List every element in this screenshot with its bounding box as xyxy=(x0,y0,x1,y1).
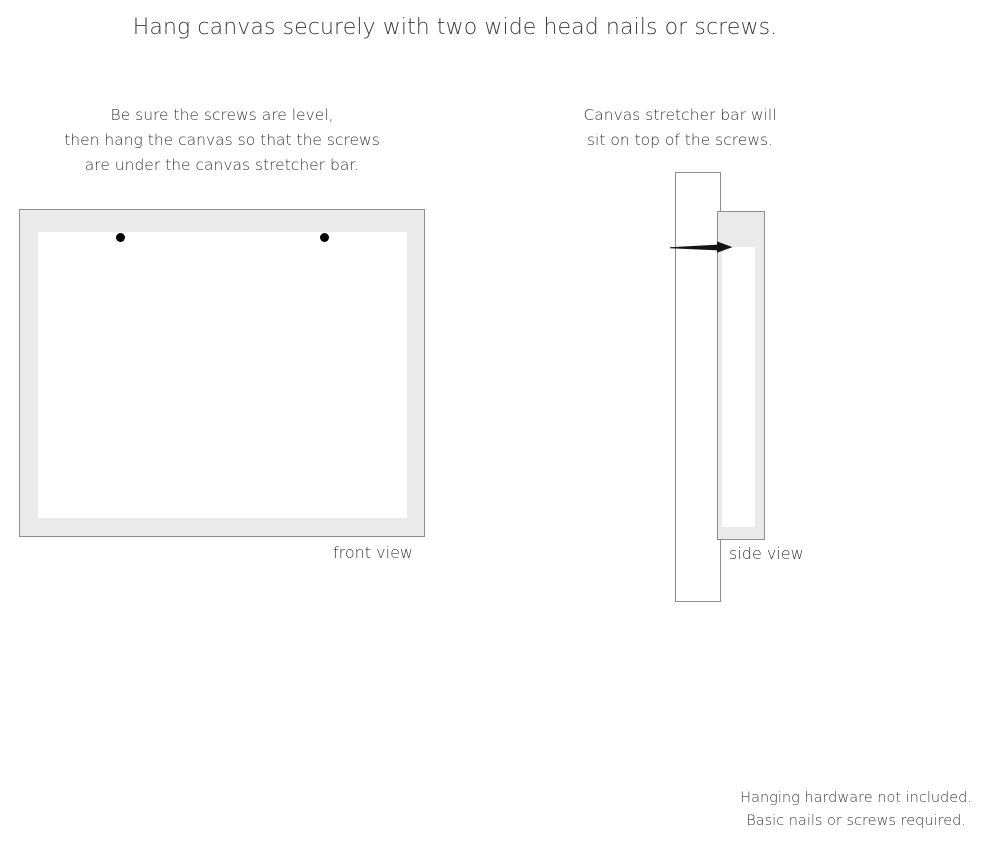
nail-icon xyxy=(670,239,733,253)
canvas-face xyxy=(38,232,407,518)
side-view-label: side view xyxy=(729,544,804,563)
side-view-diagram xyxy=(660,165,790,610)
front-view-caption-line-1: Be sure the screws are level, xyxy=(110,106,334,124)
screw-dot-right-icon xyxy=(320,233,329,242)
front-view-caption: Be sure the screws are level, then hang … xyxy=(10,103,434,178)
stretcher-bar-inner-face xyxy=(722,247,755,527)
front-view-caption-line-3: are under the canvas stretcher bar. xyxy=(84,156,360,175)
front-view-diagram xyxy=(19,209,425,537)
side-view-caption-line-2: sit on top of the screws. xyxy=(586,131,774,150)
side-view-caption-line-1: Canvas stretcher bar will xyxy=(583,106,777,124)
front-view-label: front view xyxy=(333,543,413,562)
disclaimer-note: Hanging hardware not included. Basic nai… xyxy=(740,787,972,832)
wall-cross-section xyxy=(675,172,721,602)
side-view-caption: Canvas stretcher bar will sit on top of … xyxy=(540,103,820,153)
disclaimer-line-2: Basic nails or screws required. xyxy=(746,812,966,829)
disclaimer-line-1: Hanging hardware not included. xyxy=(740,790,972,807)
front-view-caption-line-2: then hang the canvas so that the screws xyxy=(64,131,380,150)
page-title: Hang canvas securely with two wide head … xyxy=(132,15,778,40)
screw-dot-left-icon xyxy=(116,233,125,242)
